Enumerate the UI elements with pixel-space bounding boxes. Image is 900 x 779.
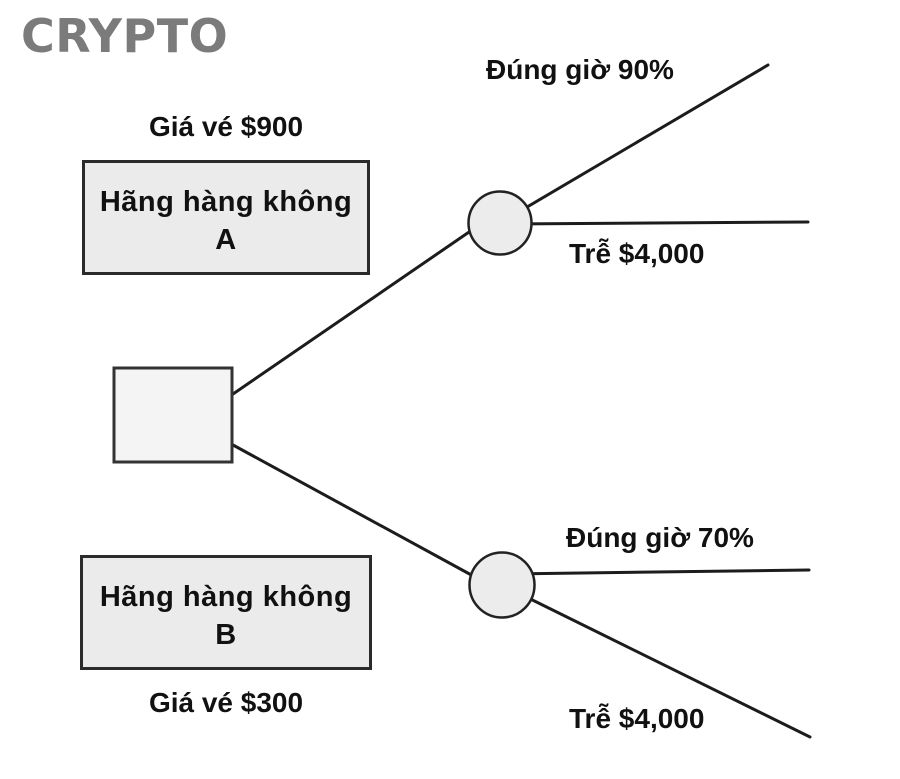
outcome-line-b-late — [500, 583, 812, 739]
branch-line-root-to-a — [231, 228, 474, 396]
decision-node-square — [112, 366, 234, 464]
outcome-line-a-late — [498, 220, 810, 226]
branch-line-root-to-b — [231, 443, 477, 579]
airline-a-name: Hãng hàng không — [99, 185, 353, 218]
outcome-label-a-late: Trễ $4,000 — [569, 238, 705, 269]
airline-b-name: Hãng hàng không — [99, 580, 353, 613]
ticket-price-label-b: Giá vé $300 — [148, 687, 304, 718]
outcome-line-a-ontime — [498, 63, 770, 225]
airline-a-letter: A — [215, 223, 237, 256]
airline-b-box: Hãng hàng không B — [80, 555, 372, 670]
outcome-label-b-late: Trễ $4,000 — [569, 703, 705, 734]
crypto-logo: CRYPTO — [21, 9, 229, 63]
outcome-line-b-ontime — [503, 568, 811, 576]
outcome-label-b-ontime: Đúng giờ 70% — [566, 522, 754, 553]
chance-node-airline-a — [467, 190, 533, 256]
ticket-price-label-a: Giá vé $900 — [148, 111, 304, 142]
airline-a-box: Hãng hàng không A — [82, 160, 370, 275]
outcome-label-a-ontime: Đúng giờ 90% — [486, 54, 674, 85]
airline-b-letter: B — [215, 618, 237, 651]
chance-node-airline-b — [468, 551, 536, 619]
